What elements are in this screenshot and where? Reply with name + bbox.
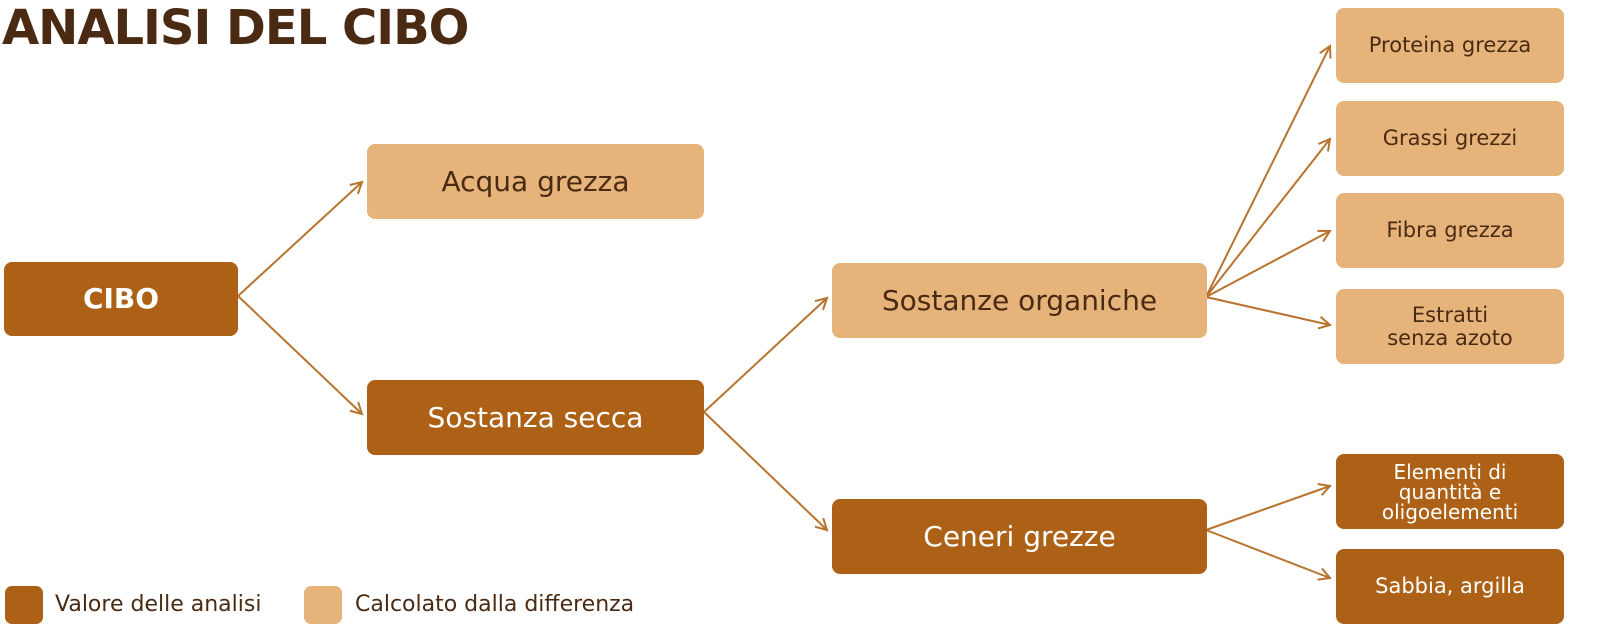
node-sostanze-organiche: Sostanze organiche <box>832 263 1207 338</box>
legend-label-calculated: Calcolato dalla differenza <box>355 592 635 617</box>
node-elementi-oligoelementi: Elementi di quantità e oligoelementi <box>1336 454 1564 529</box>
legend-swatch-calculated <box>304 586 342 624</box>
arrow-cibo-secca <box>237 295 362 414</box>
arrow-secca-ceneri <box>703 411 827 530</box>
legend-swatch-analysis <box>5 586 43 624</box>
node-ceneri-grezze: Ceneri grezze <box>832 499 1207 574</box>
node-fibra-grezza: Fibra grezza <box>1336 193 1564 268</box>
legend-label-analysis: Valore delle analisi <box>55 592 262 617</box>
arrow-ceneri-elementi <box>1205 486 1330 531</box>
arrow-ceneri-sabbia <box>1205 529 1330 578</box>
node-acqua-grezza: Acqua grezza <box>367 144 704 219</box>
arrow-cibo-acqua <box>237 182 362 297</box>
node-sabbia-argilla: Sabbia, argilla <box>1336 549 1564 624</box>
node-estratti-senza-azoto: Estratti senza azoto <box>1336 289 1564 364</box>
arrow-organiche-estratti <box>1205 296 1330 325</box>
page-title: ANALISI DEL CIBO <box>2 0 469 56</box>
arrow-organiche-grassi <box>1205 139 1330 298</box>
arrow-organiche-fibra <box>1205 231 1330 298</box>
node-cibo: CIBO <box>4 262 238 336</box>
node-grassi-grezzi: Grassi grezzi <box>1336 101 1564 176</box>
arrow-secca-organiche <box>703 298 827 413</box>
node-sostanza-secca: Sostanza secca <box>367 380 704 455</box>
node-proteina-grezza: Proteina grezza <box>1336 8 1564 83</box>
arrow-organiche-proteina <box>1205 46 1330 298</box>
